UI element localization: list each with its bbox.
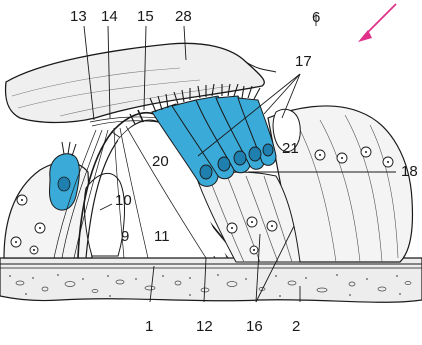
label-10: 10 — [115, 193, 132, 208]
inner-hair-cell — [50, 142, 80, 210]
inner-tunnel-space — [84, 173, 124, 256]
pointer-arrow-icon — [358, 4, 396, 42]
label-15: 15 — [137, 9, 154, 24]
label-6: 6 — [312, 10, 320, 25]
label-13: 13 — [70, 9, 87, 24]
label-11: 11 — [154, 229, 170, 244]
label-20: 20 — [152, 154, 169, 169]
basilar-membrane — [0, 258, 422, 302]
label-9: 9 — [121, 229, 129, 244]
label-16: 16 — [246, 319, 263, 334]
label-28: 28 — [175, 9, 192, 24]
label-17: 17 — [295, 54, 312, 69]
label-21: 21 — [282, 141, 299, 156]
label-14: 14 — [101, 9, 118, 24]
label-12: 12 — [196, 319, 213, 334]
label-2: 2 — [292, 319, 300, 334]
label-18: 18 — [401, 164, 418, 179]
label-1: 1 — [145, 319, 153, 334]
